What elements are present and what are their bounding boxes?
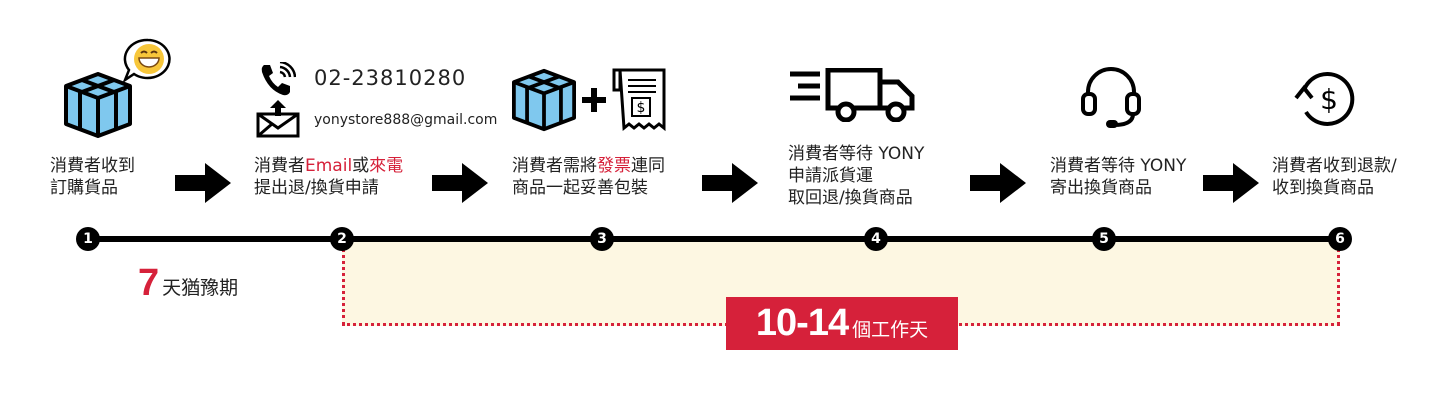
right-arrow-icon [970,163,1026,203]
step-marker-4: 4 [864,227,888,251]
text: 或 [352,156,370,176]
step-2-text: 消費者Email或來電 提出退/換貨申請 [254,155,403,199]
invoice-highlight: 發票 [597,156,631,176]
step-4-line1: 消費者等待 YONY [788,144,925,164]
step-marker-2: 2 [330,227,354,251]
email-highlight: Email [305,156,353,176]
working-days-text: 個工作天 [852,319,929,341]
refund-dollar-icon: $ [1294,72,1355,126]
grace-period-label: 7 天猶豫期 [138,264,238,302]
step-2-line2: 提出退/換貨申請 [254,178,379,198]
svg-text:$: $ [1320,83,1338,116]
step-3-line2: 商品一起妥善包裝 [512,178,648,198]
smiley-speech-bubble-icon [122,38,171,82]
phone-number: 02-23810280 [314,66,467,90]
step-4-text: 消費者等待 YONY 申請派貨運 取回退/換貨商品 [788,143,924,209]
step-1-line1: 消費者收到 [50,156,135,176]
working-days-badge: 10-14 個工作天 [726,297,958,350]
svg-text:$: $ [637,100,646,116]
grace-days: 7 [138,262,160,304]
step-marker-1: 1 [76,227,100,251]
step-1-text: 消費者收到 訂購貨品 [50,155,135,199]
step-marker-6: 6 [1328,227,1352,251]
delivery-truck-icon [790,68,915,122]
right-arrow-icon [1203,163,1259,203]
step-6-line2: 收到換貨商品 [1272,178,1374,198]
phone-highlight: 來電 [369,156,404,176]
package-box-icon [64,72,132,138]
text: 連同 [631,156,665,176]
email-address: yonystore888@gmail.com [314,112,498,128]
plus-icon [582,88,606,112]
right-arrow-icon [432,163,488,203]
step-5-line1: 消費者等待 YONY [1050,156,1187,176]
step-4-line2: 申請派貨運 [788,166,873,186]
timeline-line [88,236,1340,242]
step-6-text: 消費者收到退款/ 收到換貨商品 [1272,155,1397,199]
package-box-icon [512,68,576,132]
step-5-line2: 寄出換貨商品 [1050,178,1152,198]
phone-call-icon [261,62,296,96]
step-3-text: 消費者需將發票連同 商品一起妥善包裝 [512,155,665,199]
text: 消費者需將 [512,156,597,176]
working-days-number: 10-14 [755,302,849,344]
headset-support-icon [1081,67,1141,128]
step-2-line1: 消費者Email或來電 [254,155,403,177]
step-marker-5: 5 [1092,227,1116,251]
grace-text: 天猶豫期 [162,277,239,299]
step-6-line1: 消費者收到退款/ [1272,156,1397,176]
text: 消費者 [254,156,305,176]
right-arrow-icon [175,163,231,203]
step-3-line1: 消費者需將發票連同 [512,155,665,177]
step-4-line3: 取回退/換貨商品 [788,188,913,208]
email-send-icon [256,100,300,138]
step-1-line2: 訂購貨品 [50,178,118,198]
invoice-receipt-icon: $ [612,68,666,132]
right-arrow-icon [702,163,758,203]
step-marker-3: 3 [590,227,614,251]
step-5-text: 消費者等待 YONY 寄出換貨商品 [1050,155,1186,199]
